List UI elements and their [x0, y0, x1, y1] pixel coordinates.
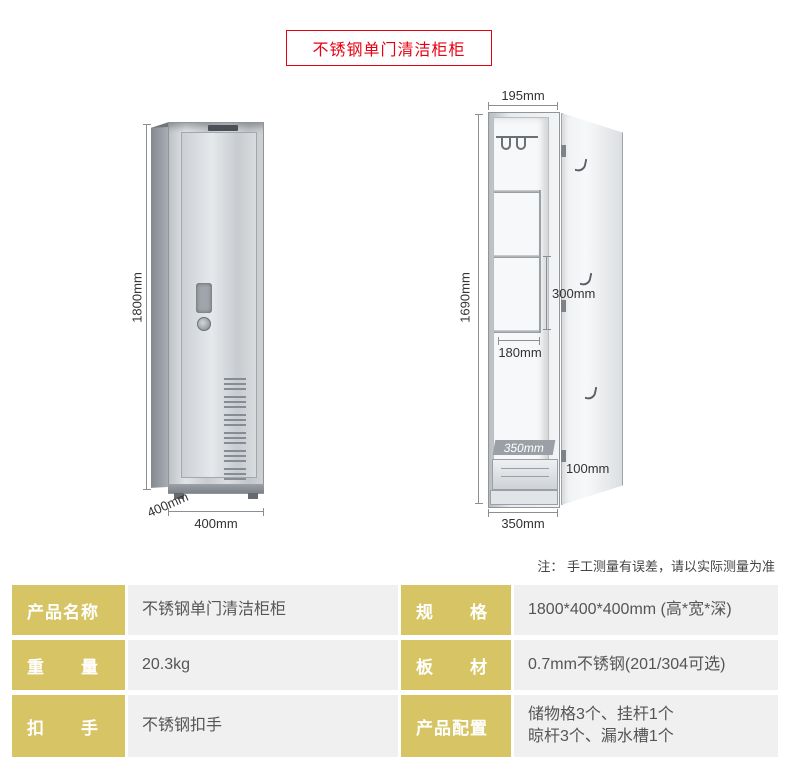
shelf	[494, 190, 540, 193]
spec-label-weight: 重 量	[12, 640, 125, 690]
spec-value-handle: 不锈钢扣手	[128, 695, 398, 757]
rail-hook-icon	[501, 138, 511, 150]
open-width-label: 350mm	[501, 516, 545, 531]
spec-value-config: 储物格3个、挂杆1个 晾杆3个、漏水槽1个	[514, 695, 778, 757]
shelf	[494, 255, 540, 258]
spec-value-material: 0.7mm不锈钢(201/304可选)	[514, 640, 778, 690]
shelf-depth-dimension-line	[498, 337, 540, 345]
drip-tray: 350mm	[492, 440, 556, 455]
spec-label-product-name: 产品名称	[12, 585, 125, 635]
cabinet-side-panel	[151, 127, 168, 488]
cabinet-handle-plate	[196, 283, 212, 313]
product-title-box: 不锈钢单门清洁柜柜	[286, 30, 492, 66]
cabinet-vent-slots	[224, 378, 246, 480]
height-dimension-line	[143, 124, 151, 490]
width-dimension-line	[168, 508, 264, 516]
open-height-label: 1690mm	[457, 272, 473, 323]
open-width-dimension-line	[488, 509, 558, 517]
measurement-note: 注： 手工测量有误差，请以实际测量为准	[537, 559, 775, 574]
spec-label-material: 板 材	[401, 640, 511, 690]
cabinet-plinth	[490, 490, 558, 505]
cabinet-base	[168, 484, 264, 493]
cabinet-lock-icon	[197, 317, 211, 331]
spec-table: 产品名称 不锈钢单门清洁柜柜 规 格 1800*400*400mm (高*宽*深…	[12, 585, 778, 757]
closed-height-label: 1800mm	[129, 272, 145, 323]
top-dimension-line	[488, 102, 558, 110]
tray-width-label: 350mm	[502, 440, 546, 455]
shelf-divider	[539, 190, 541, 333]
hinge-icon	[561, 145, 566, 157]
bottom-drawer	[492, 459, 558, 490]
closed-width-label: 400mm	[194, 516, 238, 531]
shelf-dimension-line	[543, 256, 551, 330]
spec-value-size: 1800*400*400mm (高*宽*深)	[514, 585, 778, 635]
open-height-dimension-line	[475, 114, 483, 504]
shelf-spacing-label: 300mm	[552, 286, 596, 301]
cabinet-foot	[174, 493, 184, 499]
rail-hook-icon	[516, 138, 526, 150]
spec-label-size: 规 格	[401, 585, 511, 635]
spec-value-product-name: 不锈钢单门清洁柜柜	[128, 585, 398, 635]
shelf-depth-label: 180mm	[498, 345, 542, 360]
shelf	[494, 330, 540, 333]
open-top-label: 195mm	[501, 88, 545, 103]
cabinet-brand-plate	[208, 125, 238, 131]
hinge-icon	[561, 300, 566, 312]
spec-label-config: 产品配置	[401, 695, 511, 757]
spec-label-handle: 扣 手	[12, 695, 125, 757]
open-door	[561, 113, 623, 505]
hanging-rail	[496, 136, 538, 138]
drawer-height-label: 100mm	[566, 461, 610, 476]
cabinet-foot	[248, 493, 258, 499]
spec-value-weight: 20.3kg	[128, 640, 398, 690]
hinge-icon	[561, 450, 566, 462]
product-title: 不锈钢单门清洁柜柜	[312, 42, 466, 59]
